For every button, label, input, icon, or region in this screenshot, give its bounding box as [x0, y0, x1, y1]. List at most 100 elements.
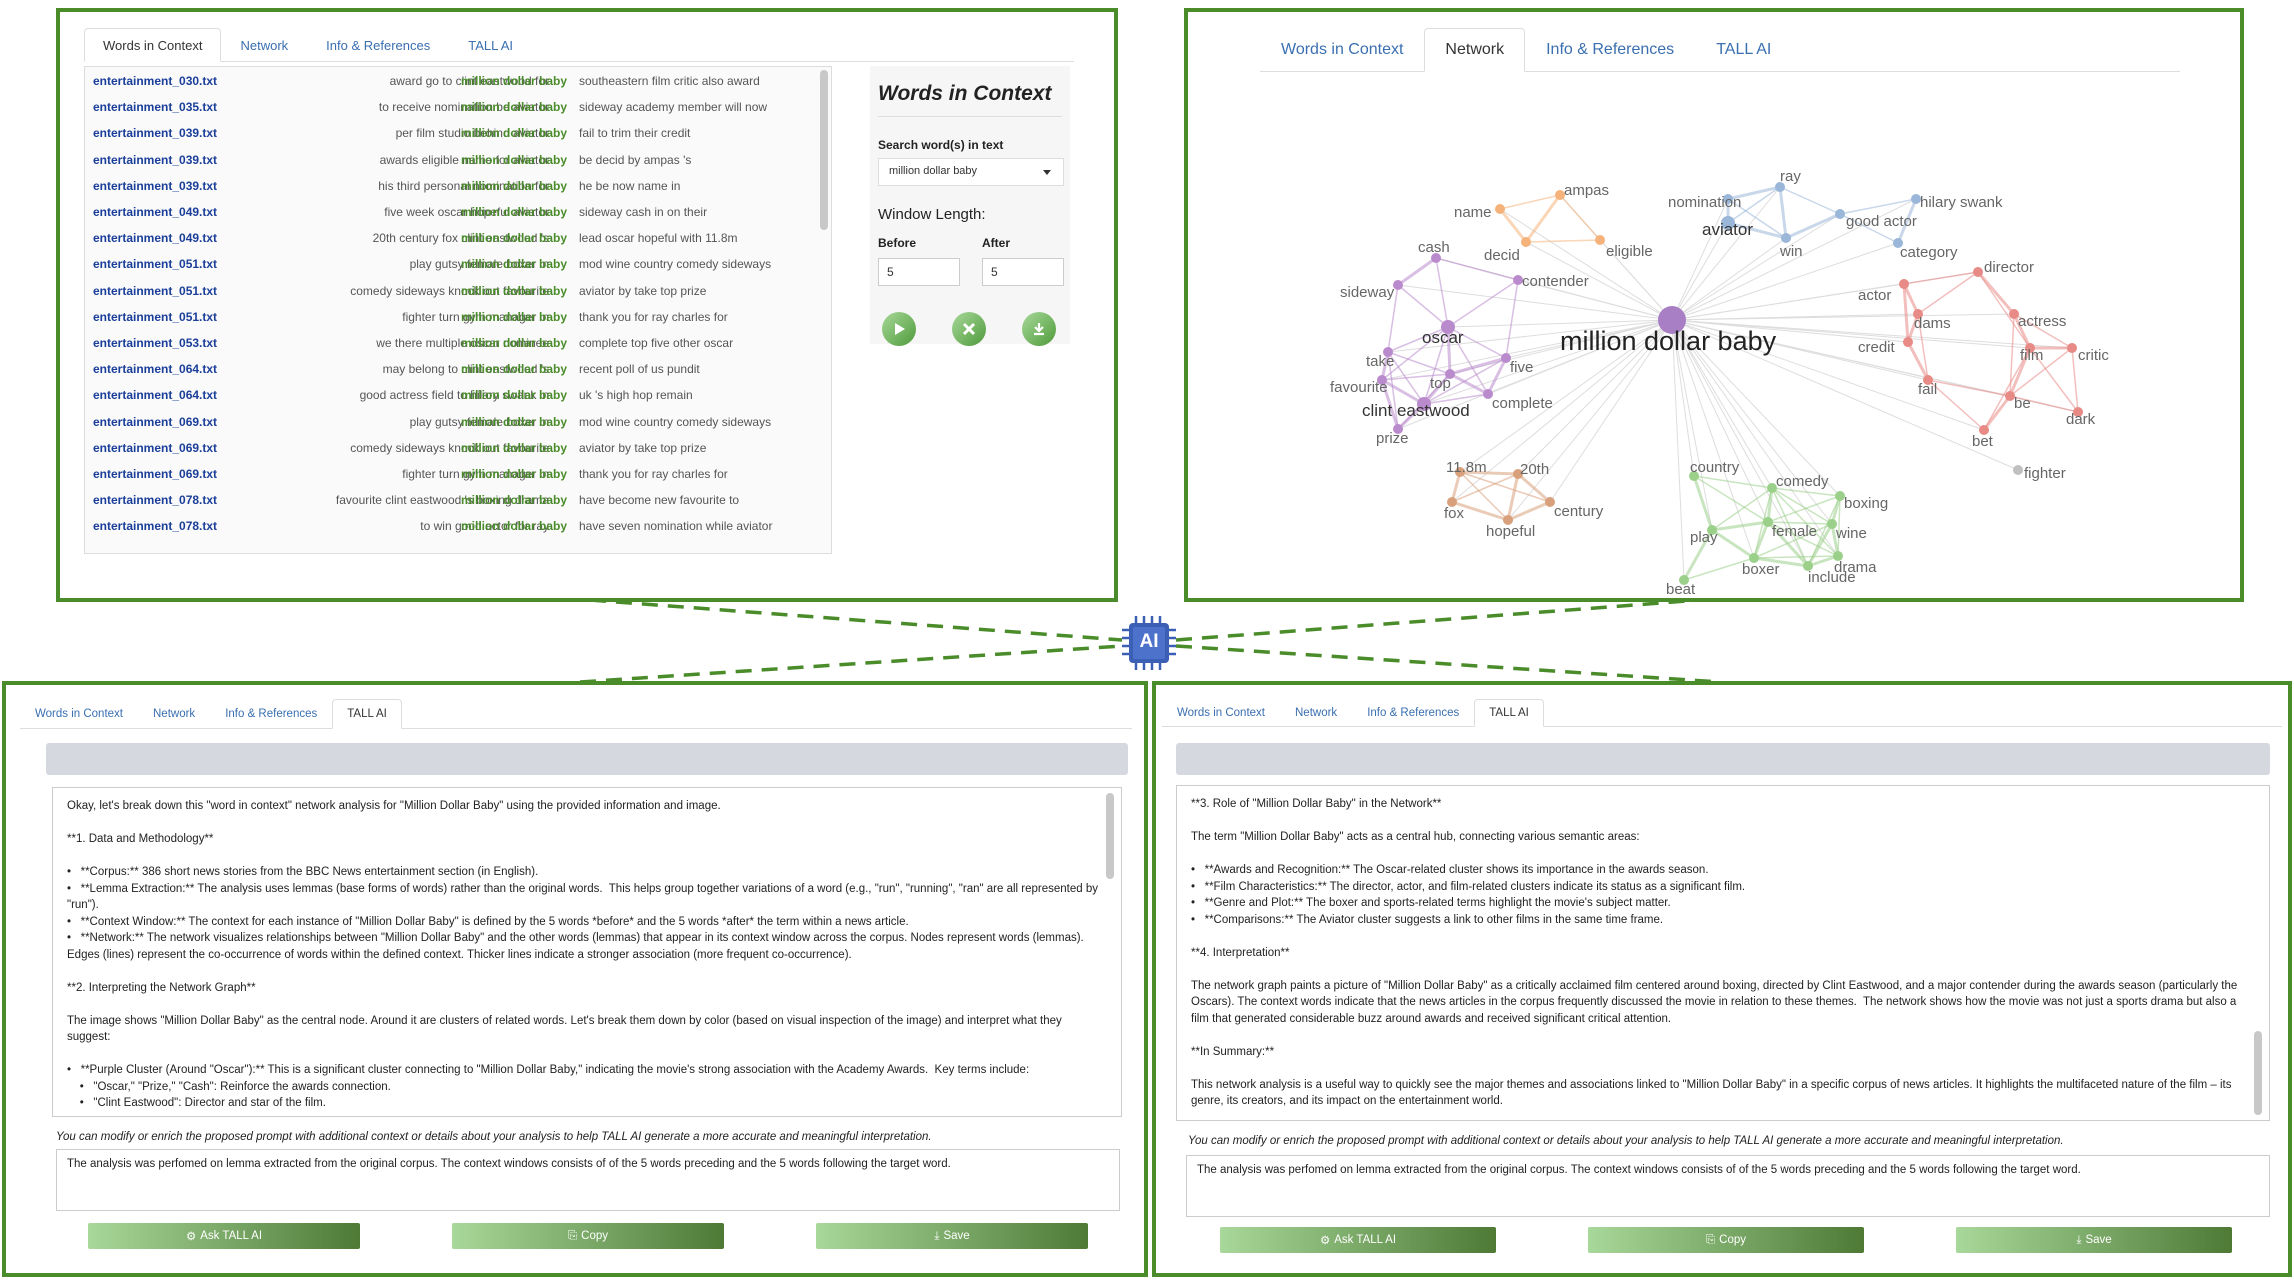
clear-button[interactable]: [952, 312, 986, 346]
network-node[interactable]: 20th: [1513, 461, 1549, 479]
prompt-input[interactable]: The analysis was perfomed on lemma extra…: [1186, 1155, 2270, 1217]
network-node[interactable]: film: [2020, 343, 2043, 364]
row-file[interactable]: entertainment_064.txt: [93, 362, 218, 377]
network-node[interactable]: win: [1779, 233, 1803, 260]
network-node[interactable]: good actor: [1835, 209, 1917, 230]
network-node[interactable]: complete: [1483, 389, 1553, 412]
tab-info-references[interactable]: Info & References: [1367, 707, 1460, 719]
tab-network[interactable]: Network: [1424, 28, 1526, 72]
row-file[interactable]: entertainment_051.txt: [93, 309, 218, 324]
network-node[interactable]: include: [1803, 561, 1856, 586]
row-file[interactable]: entertainment_069.txt: [93, 467, 218, 481]
network-node[interactable]: contender: [1513, 273, 1589, 290]
network-node[interactable]: name: [1454, 204, 1505, 221]
network-node[interactable]: critic: [2067, 343, 2109, 364]
save-button[interactable]: ⤓Save: [816, 1223, 1088, 1249]
network-node[interactable]: eligible: [1595, 235, 1653, 260]
network-node[interactable]: director: [1973, 259, 2034, 277]
network-node[interactable]: favourite: [1330, 375, 1388, 396]
network-node[interactable]: take: [1366, 347, 1394, 370]
row-file[interactable]: entertainment_064.txt: [93, 388, 218, 403]
tab-words-in-context[interactable]: Words in Context: [1177, 707, 1265, 719]
tab-tall-ai[interactable]: TALL AI: [332, 699, 402, 729]
row-file[interactable]: entertainment_030.txt: [93, 74, 218, 88]
tab-info-references[interactable]: Info & References: [1546, 41, 1675, 58]
network-node[interactable]: century: [1545, 497, 1604, 520]
save-button[interactable]: ⤓Save: [1956, 1227, 2232, 1253]
network-node[interactable]: fighter: [2013, 465, 2066, 482]
network-node[interactable]: female: [1763, 517, 1817, 540]
copy-button[interactable]: ⎘Copy: [1588, 1227, 1864, 1253]
ai-response-text[interactable]: **3. Role of "Million Dollar Baby" in th…: [1176, 785, 2270, 1121]
network-node[interactable]: hopeful: [1486, 515, 1535, 540]
before-input[interactable]: 5: [878, 258, 960, 286]
row-file[interactable]: entertainment_078.txt: [93, 493, 218, 508]
copy-button[interactable]: ⎘Copy: [452, 1223, 724, 1249]
ask-tall-ai-button[interactable]: ⚙Ask TALL AI: [1220, 1227, 1496, 1253]
tab-info-references[interactable]: Info & References: [225, 708, 318, 720]
network-node[interactable]: oscar: [1422, 320, 1464, 347]
prompt-input[interactable]: The analysis was perfomed on lemma extra…: [56, 1149, 1120, 1211]
network-node[interactable]: cash: [1418, 239, 1450, 263]
network-node[interactable]: fail: [1918, 375, 1937, 398]
network-node[interactable]: country: [1689, 459, 1740, 481]
ask-tall-ai-button[interactable]: ⚙Ask TALL AI: [88, 1223, 360, 1249]
tab-words-in-context[interactable]: Words in Context: [84, 28, 222, 62]
network-node[interactable]: boxing: [1835, 491, 1888, 512]
network-node[interactable]: ray: [1775, 168, 1801, 192]
network-node[interactable]: aviator: [1702, 216, 1753, 239]
tab-tall-ai[interactable]: TALL AI: [468, 37, 514, 53]
row-file[interactable]: entertainment_069.txt: [93, 414, 218, 429]
network-node[interactable]: prize: [1376, 424, 1409, 447]
after-input[interactable]: 5: [982, 258, 1064, 286]
tab-info-references[interactable]: Info & References: [326, 37, 431, 53]
row-file[interactable]: entertainment_035.txt: [93, 100, 218, 115]
network-node[interactable]: five: [1501, 353, 1533, 376]
network-node[interactable]: wine: [1827, 519, 1867, 542]
network-node[interactable]: hilary swank: [1911, 194, 2003, 211]
tab-network[interactable]: Network: [1295, 707, 1338, 719]
network-node[interactable]: actor: [1858, 279, 1909, 304]
network-node[interactable]: drama: [1833, 551, 1877, 576]
network-node[interactable]: play: [1690, 525, 1718, 546]
download-button[interactable]: [1022, 312, 1056, 346]
network-node[interactable]: ampas: [1555, 182, 1609, 200]
network-node[interactable]: nomination: [1668, 194, 1741, 211]
row-file[interactable]: entertainment_069.txt: [93, 440, 218, 455]
network-node[interactable]: sideway: [1340, 280, 1403, 301]
network-node[interactable]: credit: [1858, 337, 1913, 356]
network-node[interactable]: top: [1430, 369, 1455, 392]
network-node[interactable]: dams: [1913, 309, 1951, 332]
run-button[interactable]: [882, 312, 916, 346]
tab-network[interactable]: Network: [240, 37, 289, 53]
network-node[interactable]: beat: [1666, 575, 1696, 598]
network-node[interactable]: clint eastwood: [1362, 397, 1470, 420]
network-node[interactable]: actress: [2009, 309, 2066, 330]
network-node[interactable]: 11.8m: [1446, 459, 1487, 477]
tab-network[interactable]: Network: [153, 708, 196, 720]
row-file[interactable]: entertainment_039.txt: [93, 152, 218, 167]
search-word-select[interactable]: million dollar baby: [878, 158, 1064, 186]
network-node[interactable]: boxer: [1742, 553, 1780, 578]
network-node[interactable]: dark: [2066, 407, 2096, 428]
scrollbar[interactable]: [820, 70, 828, 230]
network-node[interactable]: category: [1893, 238, 1958, 261]
tab-words-in-context[interactable]: Words in Context: [1281, 41, 1404, 58]
network-node[interactable]: be: [2005, 391, 2031, 412]
